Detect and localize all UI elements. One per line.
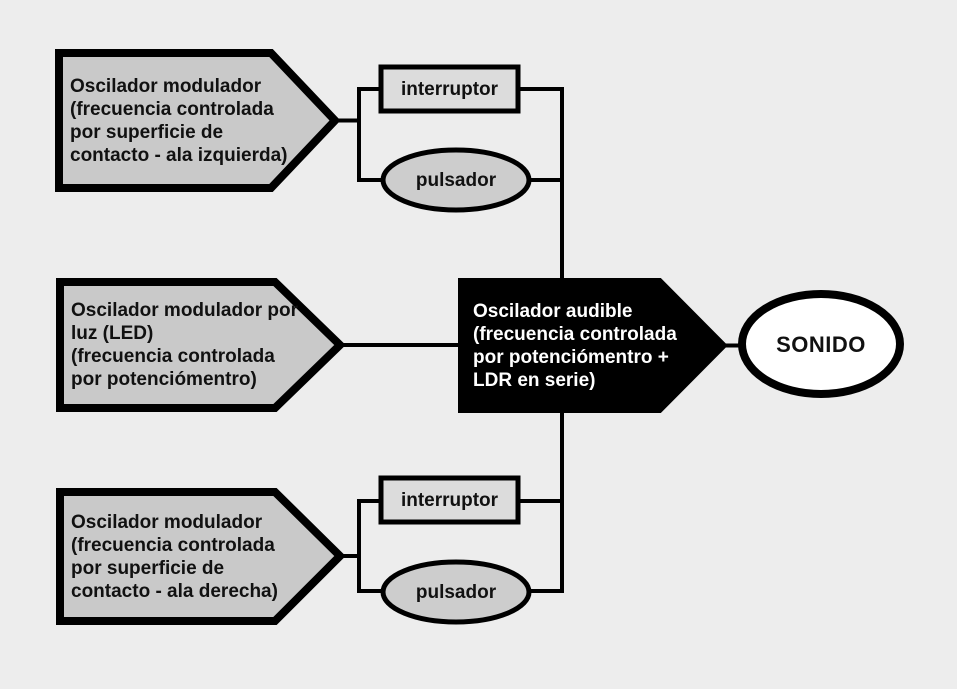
modulator-right-wing-shape: [56, 488, 346, 625]
modulator-light-shape: [56, 278, 346, 412]
audible-oscillator-shape: [458, 278, 728, 413]
connector-top-group: [337, 87, 564, 280]
sonido-shape: [738, 290, 904, 398]
interruptor-top-shape: [378, 64, 521, 114]
interruptor-bottom-shape: [378, 475, 521, 525]
pulsador-bottom-shape: [380, 559, 532, 625]
pulsador-top-shape: [380, 147, 532, 213]
modulator-left-wing-shape: [55, 49, 341, 192]
